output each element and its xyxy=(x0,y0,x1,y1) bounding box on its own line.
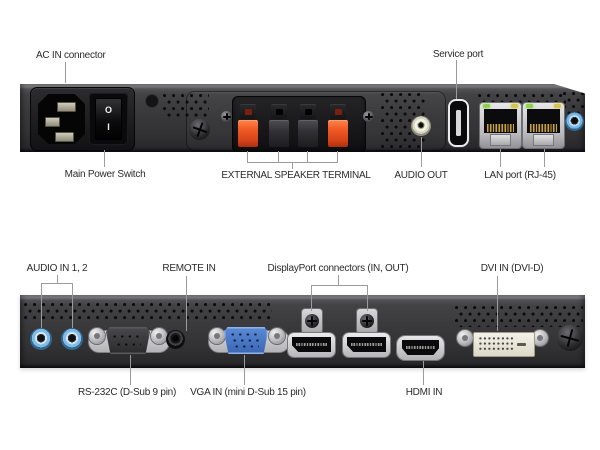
ac-pin xyxy=(57,102,76,112)
vent-grille xyxy=(24,303,272,320)
label-remote-in: REMOTE IN xyxy=(162,263,216,274)
label-main-power: Main Power Switch xyxy=(64,169,146,180)
rs232-screw-post xyxy=(151,328,167,344)
screw xyxy=(221,111,232,122)
hdmi-port xyxy=(397,336,444,360)
leader-line xyxy=(421,137,422,167)
audio-in-jack-1 xyxy=(30,328,52,350)
displayport-slot xyxy=(292,337,331,352)
vent-grille xyxy=(455,306,583,327)
hdmi-slot xyxy=(402,340,439,355)
leader-line xyxy=(497,276,498,331)
ac-in-connector: O I xyxy=(30,87,135,151)
leader-line xyxy=(423,361,424,385)
leader-line xyxy=(247,151,248,162)
lan-led-green-icon xyxy=(526,104,533,108)
displayport-screw-tab xyxy=(356,309,377,335)
remote-in-jack xyxy=(166,330,185,349)
rear-panel-top: O I xyxy=(20,84,585,152)
lan-latch xyxy=(534,135,553,145)
speaker-clip-black-1 xyxy=(268,104,290,148)
speaker-terminal xyxy=(232,96,366,152)
label-service-port: Service port xyxy=(432,49,484,60)
leader-line xyxy=(57,275,58,283)
leader-line xyxy=(186,276,187,331)
ac-pin xyxy=(55,132,74,142)
lan-port-2 xyxy=(523,103,564,148)
label-lan-port: LAN port (RJ-45) xyxy=(484,170,556,181)
label-ac-in: AC IN connector xyxy=(36,50,106,61)
power-off-mark: O xyxy=(104,105,112,116)
label-speaker-terminal: EXTERNAL SPEAKER TERMINAL xyxy=(221,170,371,181)
rs232-screw-post xyxy=(89,328,105,344)
dvi-blade-slot xyxy=(517,343,526,346)
leader-line xyxy=(278,151,279,162)
rs232-connector xyxy=(106,327,150,354)
lan-led-green-icon xyxy=(483,104,490,108)
label-dvi-in: DVI IN (DVI-D) xyxy=(480,263,544,274)
screw xyxy=(359,314,374,328)
leader-line xyxy=(104,150,105,167)
dvi-pin-grid xyxy=(479,337,515,352)
leader-line xyxy=(244,355,245,385)
lan-cavity xyxy=(527,109,560,133)
main-power-switch: O I xyxy=(95,98,122,140)
displayport-out xyxy=(343,309,390,359)
leader-line xyxy=(456,60,457,99)
label-audio-out: AUDIO OUT xyxy=(394,170,448,181)
leader-line xyxy=(367,285,368,311)
vga-screw-post xyxy=(209,328,225,344)
leader-line xyxy=(307,151,308,162)
leader-line xyxy=(311,285,368,286)
leader-line xyxy=(500,149,501,167)
label-audio-in: AUDIO IN 1, 2 xyxy=(26,263,88,274)
speaker-clip-orange-2 xyxy=(327,104,349,148)
vga-screw-post xyxy=(269,328,285,344)
displayport-screw-tab xyxy=(301,309,322,335)
leader-line xyxy=(544,149,545,167)
leader-line xyxy=(338,275,339,285)
ac-pin xyxy=(45,117,60,127)
label-hdmi-in: HDMI IN xyxy=(405,387,443,398)
lan-port-1 xyxy=(480,103,521,148)
label-vga-in: VGA IN (mini D-Sub 15 pin) xyxy=(190,387,306,398)
dvi-connector xyxy=(473,332,535,357)
speaker-clip-orange-1 xyxy=(237,104,259,148)
leader-line xyxy=(41,283,73,284)
leader-line xyxy=(311,285,312,311)
leader-line xyxy=(130,355,131,385)
lan-led-yellow-icon xyxy=(554,104,561,108)
audio-out-jack xyxy=(411,116,431,136)
speaker-clip-black-2 xyxy=(297,104,319,148)
leader-line xyxy=(41,283,42,328)
leader-line xyxy=(72,283,73,328)
leader-line xyxy=(292,162,293,169)
service-port-usb xyxy=(448,99,469,147)
power-on-mark: I xyxy=(107,121,110,132)
dvi-screw-post xyxy=(457,330,473,346)
screw xyxy=(363,111,374,122)
displayport-slot xyxy=(347,337,386,352)
label-displayport: DisplayPort connectors (IN, OUT) xyxy=(267,263,409,274)
vent-grille xyxy=(163,94,209,120)
vent-grille xyxy=(478,94,566,105)
leader-line xyxy=(65,62,66,83)
dvi-screw-post xyxy=(532,330,548,346)
lan-led-yellow-icon xyxy=(511,104,518,108)
lan-cavity xyxy=(484,109,517,133)
label-rs232c: RS-232C (D-Sub 9 pin) xyxy=(77,387,177,398)
blue-jack-partial xyxy=(565,112,584,131)
lan-latch xyxy=(491,135,510,145)
screw xyxy=(304,314,319,328)
audio-in-jack-2 xyxy=(61,328,83,350)
ac-inlet-socket xyxy=(38,94,85,144)
panel-hole xyxy=(145,94,159,108)
rear-panel-bottom xyxy=(20,295,586,368)
displayport-in xyxy=(288,309,335,359)
power-switch-frame: O I xyxy=(89,93,128,145)
vga-connector xyxy=(224,327,268,354)
leader-line xyxy=(337,151,338,162)
